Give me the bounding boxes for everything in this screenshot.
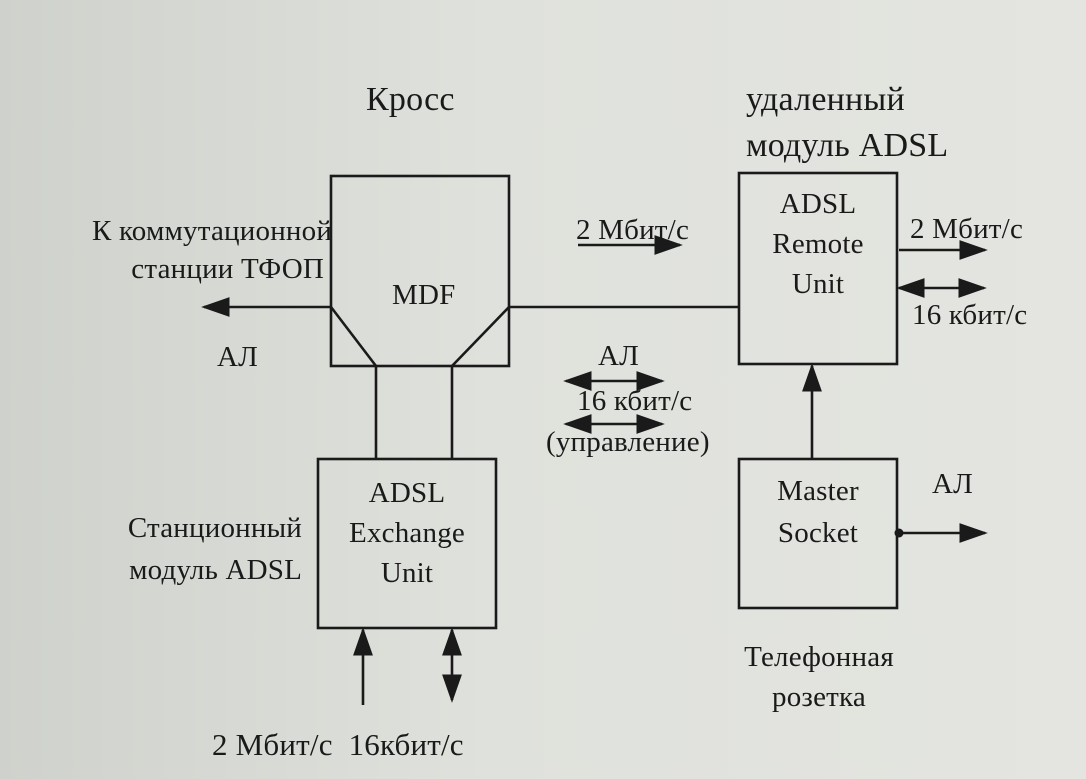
- al-left-label: АЛ: [217, 341, 259, 373]
- al-middle-label: АЛ: [598, 340, 640, 372]
- right-16k-label: 16 кбит/с: [912, 299, 1028, 331]
- exchange-unit-label: ADSL Exchange Unit: [318, 476, 496, 590]
- remote-unit-label: ADSL Remote Unit: [739, 187, 897, 301]
- mdf-box: [329, 174, 511, 368]
- mdf-label: MDF: [392, 279, 456, 311]
- station-module-line-1: Станционный: [127, 512, 302, 544]
- al-right-label: АЛ: [932, 468, 974, 500]
- right-2m-label: 2 Мбит/с: [910, 213, 1024, 245]
- cross-label: Кросс: [366, 81, 455, 118]
- mdf-left-corner: [329, 306, 378, 367]
- phone-socket-line-1: Телефонная: [744, 641, 894, 673]
- remote-module-line-2: модуль ADSL: [746, 127, 949, 164]
- master-socket-line-1: Master: [777, 475, 859, 507]
- exchange-unit-line-1: ADSL: [368, 477, 446, 509]
- remote-module-label: удаленный модуль ADSL: [746, 80, 948, 166]
- exchange-unit-line-2: Exchange: [349, 517, 465, 549]
- station-module-label: Станционный модуль ADSL: [118, 511, 302, 587]
- phone-socket-label: Телефонная розетка: [735, 640, 903, 714]
- bottom-rates-label: 2 Мбит/с 16кбит/с: [212, 727, 464, 762]
- control-label: (управление): [546, 426, 710, 458]
- middle-2m-label: 2 Мбит/с: [576, 214, 690, 246]
- phone-socket-line-2: розетка: [772, 681, 866, 713]
- to-station-line-1: К коммутационной: [92, 215, 333, 247]
- master-socket-label: Master Socket: [739, 474, 897, 550]
- master-socket-line-2: Socket: [777, 517, 859, 549]
- exchange-unit-box: [316, 457, 498, 630]
- exchange-unit-line-3: Unit: [380, 557, 434, 589]
- remote-unit-line-1: ADSL: [779, 188, 857, 220]
- to-station-label: К коммутационной станции ТФОП: [92, 214, 333, 286]
- mdf-right-corner: [451, 306, 510, 367]
- station-module-line-2: модуль ADSL: [129, 554, 302, 586]
- remote-unit-line-2: Remote: [772, 228, 864, 260]
- remote-module-line-1: удаленный: [746, 81, 905, 118]
- middle-16k-label: 16 кбит/с: [577, 385, 693, 417]
- remote-unit-line-3: Unit: [791, 268, 845, 300]
- to-station-line-2: станции ТФОП: [131, 253, 324, 285]
- socket-junction-dot: [894, 528, 904, 538]
